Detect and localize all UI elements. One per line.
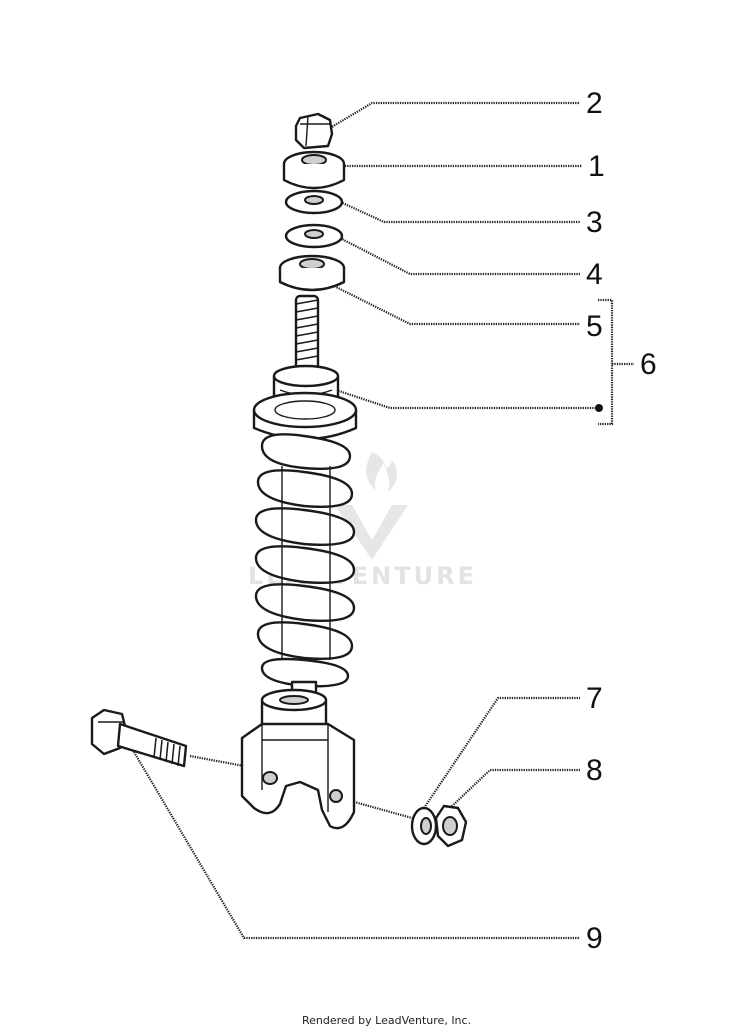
part-washer-4 (284, 223, 344, 249)
callout-4: 4 (586, 258, 603, 291)
callout-9: 9 (586, 922, 603, 955)
part-nut-8 (434, 804, 468, 848)
callout-dot (595, 404, 603, 412)
callout-3: 3 (586, 206, 603, 239)
callout-1: 1 (588, 150, 605, 183)
part-rubber-5 (278, 254, 346, 292)
part-nut-2 (294, 112, 334, 150)
part-bolt-9 (90, 708, 188, 768)
part-washer-7 (410, 806, 438, 846)
callout-7: 7 (586, 682, 603, 715)
render-credit: Rendered by LeadVenture, Inc. (302, 1014, 471, 1027)
callout-2: 2 (586, 87, 603, 120)
callout-6: 6 (640, 348, 657, 381)
callout-5: 5 (586, 310, 603, 343)
part-washer-3 (284, 189, 344, 215)
part-rubber-1 (282, 150, 346, 190)
part-shock-absorber-6 (240, 294, 358, 830)
callout-8: 8 (586, 754, 603, 787)
